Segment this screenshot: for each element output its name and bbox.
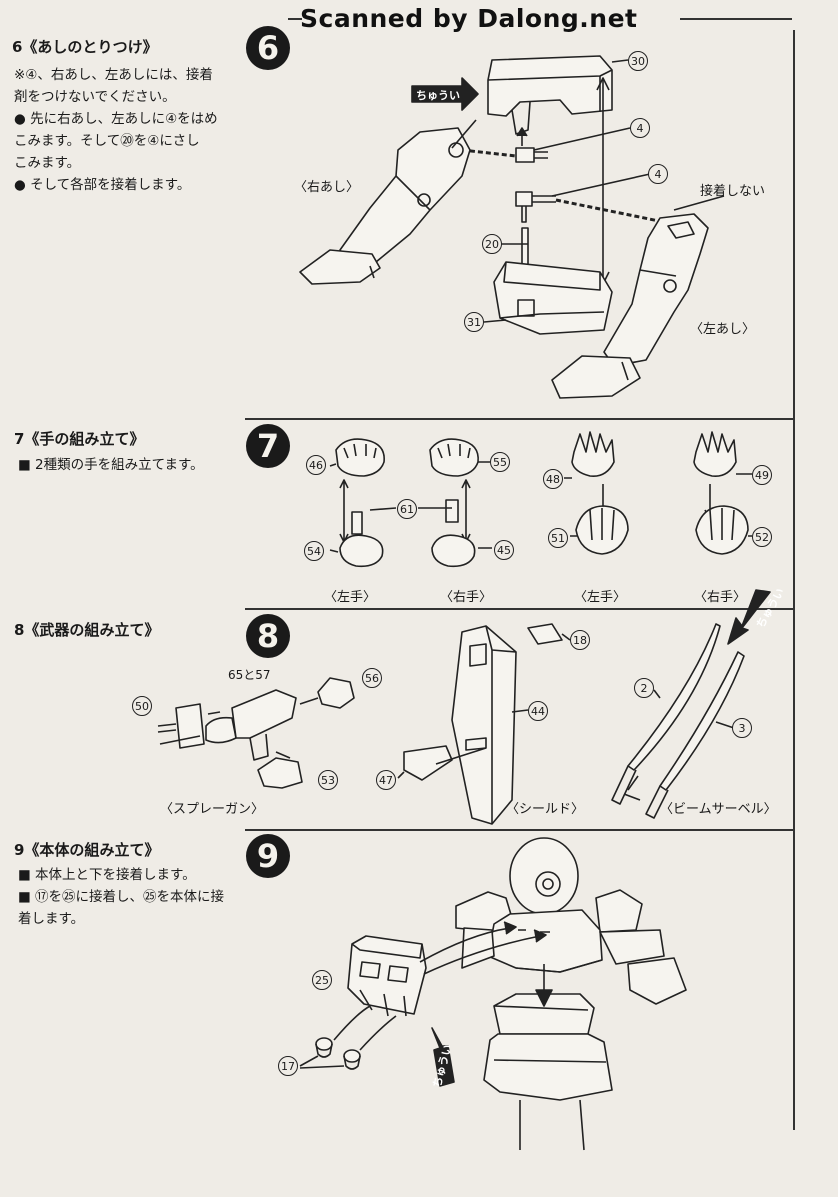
right-leg-drawing [299, 127, 471, 285]
part-30-drawing [487, 55, 613, 135]
right-leg-label: 〈右あし〉 [294, 180, 360, 195]
part-45-label: 45 [494, 540, 514, 560]
part-4-lower-label: 4 [648, 164, 668, 184]
part-47-label: 47 [376, 770, 396, 790]
part-61-label: 61 [397, 499, 417, 519]
part-25-drawing [347, 921, 547, 1017]
part-17-label: 17 [278, 1056, 298, 1076]
part-17-drawing [299, 1005, 397, 1070]
upper-body-drawing [455, 837, 687, 1005]
beam-saber-drawing [611, 623, 745, 819]
section-6-text: ※④、右あし、左あしには、接着 剤をつけないでください。 ● 先に右あし、左あし… [14, 67, 218, 193]
chuui-arrow-9 [431, 1027, 455, 1087]
part-4-upper-label: 4 [630, 118, 650, 138]
chuui-label-6: ちゅうい [416, 89, 460, 102]
step-8-badge: 8 [246, 614, 290, 658]
part-31-drawing [493, 261, 613, 335]
section-6-title: 6《あしのとりつけ》 [12, 38, 158, 56]
watermark-rule-left [288, 18, 302, 20]
spray-gun-drawing [157, 677, 355, 789]
shield-caption: 〈シールド〉 [506, 802, 585, 817]
section-7-text: ■ 2種類の手を組み立てます。 [18, 457, 204, 473]
section-7-title: 7《手の組み立て》 [14, 430, 145, 448]
section-8-title: 8《武器の組み立て》 [14, 621, 160, 639]
part-49-label: 49 [752, 465, 772, 485]
part-18-label: 18 [570, 630, 590, 650]
part-48-label: 48 [543, 469, 563, 489]
part-54-label: 54 [304, 541, 324, 561]
section-9-text: ■ 本体上と下を接着します。 ■ ⑰を㉕に接着し、㉕を本体に接 着します。 [18, 867, 225, 927]
right-rule [793, 30, 795, 1130]
section-9-title: 9《本体の組み立て》 [14, 841, 160, 859]
part-65-57-label: 65と57 [228, 668, 271, 682]
no-glue-label: 接着しない [700, 184, 766, 199]
part-44-label: 44 [528, 701, 548, 721]
chuui-arrow-8 [727, 589, 771, 645]
hand-set-3-drawing [571, 431, 629, 555]
part-25-label: 25 [312, 970, 332, 990]
left-leg-label: 〈左あし〉 [690, 322, 756, 337]
left-hand-caption-1: 〈左手〉 [324, 590, 377, 605]
chuui-arrow-6 [411, 77, 479, 111]
part-51-label: 51 [548, 528, 568, 548]
part-52-label: 52 [752, 527, 772, 547]
part-31-label: 31 [464, 312, 484, 332]
hand-set-1-drawing [335, 438, 385, 568]
hand-set-4-drawing [693, 431, 749, 555]
divider-9 [245, 829, 795, 831]
step-7-badge: 7 [246, 424, 290, 468]
part-50-label: 50 [132, 696, 152, 716]
part-53-label: 53 [318, 770, 338, 790]
step-9-badge: 9 [246, 834, 290, 878]
divider-8 [245, 608, 795, 610]
left-hand-caption-2: 〈左手〉 [574, 590, 627, 605]
hand-set-2-drawing [429, 438, 479, 568]
part-56-label: 56 [362, 668, 382, 688]
part-4-upper-drawing [515, 147, 548, 163]
part-30-label: 30 [628, 51, 648, 71]
lower-body-drawing [483, 964, 613, 1151]
right-hand-caption-1: 〈右手〉 [440, 590, 493, 605]
divider-7 [245, 418, 795, 420]
part-46-label: 46 [306, 455, 326, 475]
shield-drawing [397, 623, 571, 825]
watermark: Scanned by Dalong.net [300, 4, 638, 33]
part-3-label: 3 [732, 718, 752, 738]
watermark-rule-right [680, 18, 792, 20]
part-2-label: 2 [634, 678, 654, 698]
spray-gun-caption: 〈スプレーガン〉 [160, 802, 265, 817]
left-leg-drawing [551, 213, 709, 399]
part-55-label: 55 [490, 452, 510, 472]
part-20-label: 20 [482, 234, 502, 254]
beam-saber-caption: 〈ビームサーベル〉 [660, 802, 777, 817]
step-6-badge: 6 [246, 26, 290, 70]
right-hand-caption-2: 〈右手〉 [694, 590, 747, 605]
part-4-lower-drawing [515, 191, 556, 223]
